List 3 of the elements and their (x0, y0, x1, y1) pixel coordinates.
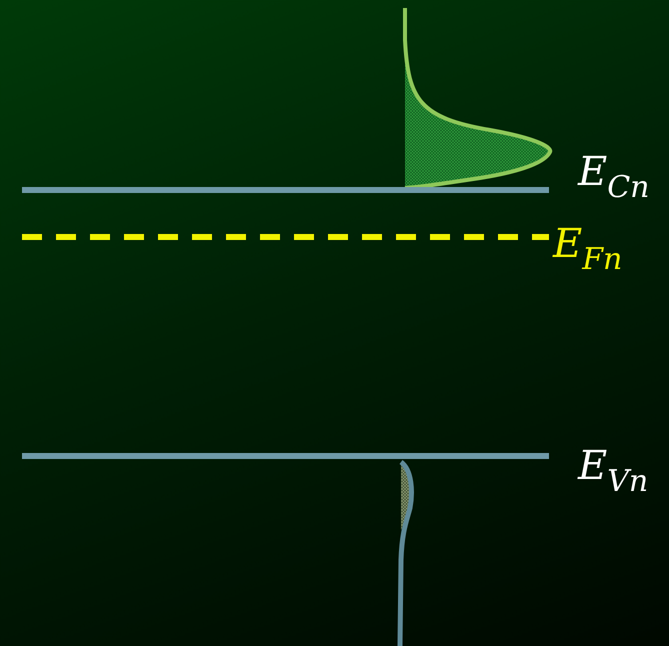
energy-level-label: E$_{Vn}$ (578, 446, 648, 497)
energy-level-label: E$_{Cn}$ (578, 152, 650, 203)
energy-level-label: E$_{Fn}$ (553, 224, 622, 275)
